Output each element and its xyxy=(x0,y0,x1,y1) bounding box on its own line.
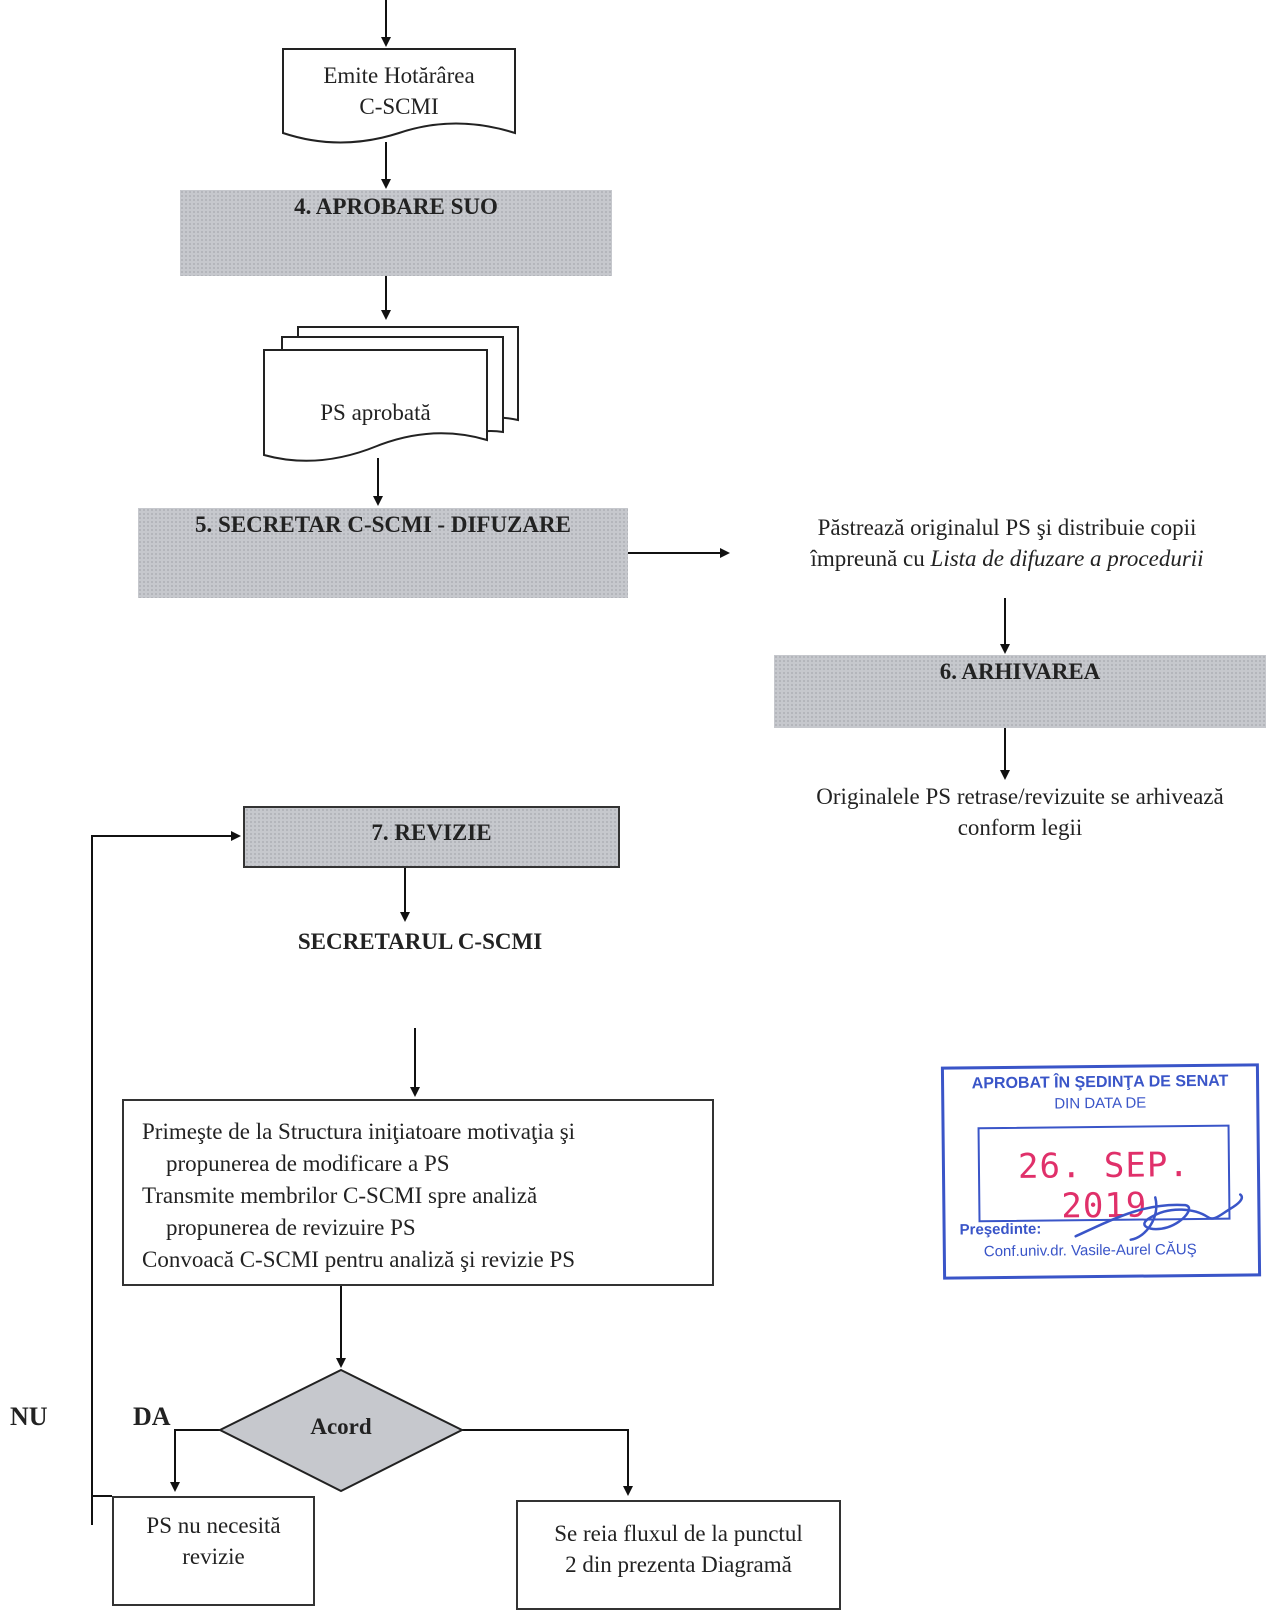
ps-aprobata-label: PS aprobată xyxy=(320,400,431,425)
emite-line-1: Emite Hotărârea xyxy=(323,63,475,88)
restart-line-2: 2 din prezenta Diagramă xyxy=(565,1552,792,1577)
task-line-1: Primeşte de la Structura iniţiatoare mot… xyxy=(142,1119,576,1144)
task-line-3: Transmite membrilor C-SCMI spre analiză xyxy=(142,1183,538,1208)
restart-box: Se reia fluxul de la punctul 2 din preze… xyxy=(516,1500,841,1610)
arrow-decision-right xyxy=(462,1429,633,1496)
distribute-line-1: Păstrează originalul PS şi distribuie co… xyxy=(817,515,1197,540)
stage-4-label: 4. APROBARE SUO xyxy=(294,194,498,219)
tasks-box: Primeşte de la Structura iniţiatoare mot… xyxy=(122,1099,714,1286)
archive-line-1: Originalele PS retrase/revizuite se arhi… xyxy=(816,784,1224,809)
signature-scribble xyxy=(1074,1193,1244,1241)
decision-diamond xyxy=(217,1368,465,1493)
emite-document-shape xyxy=(282,48,516,144)
archive-line-2: conform legii xyxy=(957,815,1083,840)
task-line-4: propunerea de revizuire PS xyxy=(166,1215,416,1240)
decision-label: Acord xyxy=(310,1414,372,1439)
stage-5-label: 5. SECRETAR C-SCMI - DIFUZARE xyxy=(195,512,571,537)
emite-line-2: C-SCMI xyxy=(359,94,439,119)
emite-box-text: Emite Hotărârea C-SCMI xyxy=(283,60,515,122)
distribute-list-title: Lista de difuzare a procedurii xyxy=(930,546,1204,571)
arrow-nu-loop xyxy=(91,831,241,1525)
task-line-2: propunerea de modificare a PS xyxy=(166,1151,450,1176)
stage-4-box: 4. APROBARE SUO xyxy=(180,190,612,276)
stage-6-box: 6. ARHIVAREA xyxy=(774,655,1266,728)
arrow-decision-da xyxy=(170,1429,220,1492)
secretarul-label: SECRETARUL C-SCMI xyxy=(297,929,543,954)
distribute-prefix: împreună cu xyxy=(810,546,931,571)
label-da: DA xyxy=(133,1402,171,1431)
label-nu: NU xyxy=(10,1402,48,1431)
no-revision-line-2: revizie xyxy=(182,1544,245,1569)
no-revision-line-1: PS nu necesită xyxy=(146,1513,281,1538)
restart-line-1: Se reia fluxul de la punctul xyxy=(554,1521,803,1546)
stage-5-box: 5. SECRETAR C-SCMI - DIFUZARE xyxy=(138,508,628,598)
task-line-5: Convoacă C-SCMI pentru analiză şi revizi… xyxy=(142,1247,576,1272)
stage-7-label: 7. REVIZIE xyxy=(371,820,492,845)
stage-6-label: 6. ARHIVAREA xyxy=(939,659,1101,684)
distribute-line-2: împreună cu Lista de difuzare a procedur… xyxy=(748,543,1266,574)
stage-7-box: 7. REVIZIE xyxy=(243,806,620,868)
archive-text: Originalele PS retrase/revizuite se arhi… xyxy=(770,781,1270,843)
distribute-text: Păstrează originalul PS şi distribuie co… xyxy=(748,512,1266,574)
senate-approval-stamp: APROBAT ÎN ŞEDINŢA DE SENAT DIN DATA DE … xyxy=(940,1063,1262,1280)
ps-stacked-documents xyxy=(263,326,519,462)
no-revision-box: PS nu necesită revizie xyxy=(112,1496,315,1606)
